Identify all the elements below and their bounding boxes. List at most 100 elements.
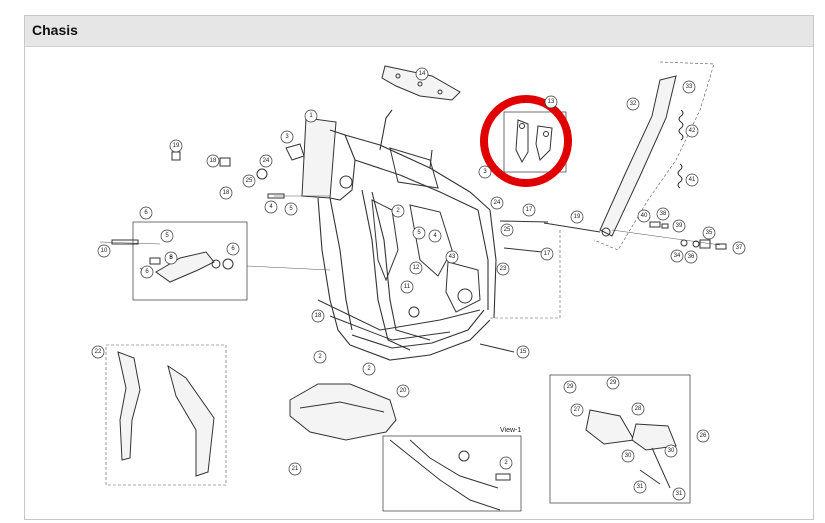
callout: 18 [311, 309, 325, 323]
svg-text:5: 5 [289, 206, 293, 212]
svg-text:3: 3 [483, 169, 487, 175]
svg-text:31: 31 [637, 484, 644, 490]
svg-text:30: 30 [668, 448, 675, 454]
callout: 30 [664, 444, 678, 458]
callout: 4 [264, 200, 278, 214]
spring-parts [677, 109, 684, 189]
callout: 25 [242, 174, 256, 188]
callout: 2 [362, 362, 376, 376]
svg-text:22: 22 [95, 349, 102, 355]
top-plate-part [381, 65, 461, 101]
long-bolts [479, 220, 601, 353]
svg-text:2: 2 [504, 460, 508, 466]
panel-title: Chasis [32, 22, 78, 38]
callout: 4 [428, 229, 442, 243]
svg-text:4: 4 [433, 233, 437, 239]
svg-text:8: 8 [169, 255, 173, 261]
svg-text:20: 20 [400, 388, 407, 394]
callout: 34 [670, 249, 684, 263]
callout: 13 [544, 95, 558, 109]
callout: 24 [490, 196, 504, 210]
svg-text:29: 29 [610, 380, 617, 386]
svg-text:38: 38 [660, 211, 667, 217]
callout: 41 [685, 173, 699, 187]
callout: 7 [139, 269, 143, 275]
callout: 37 [732, 241, 746, 255]
callout: 10 [97, 244, 111, 258]
svg-text:7: 7 [139, 269, 143, 275]
callout: 18 [206, 154, 220, 168]
svg-text:25: 25 [504, 227, 511, 233]
svg-text:5: 5 [417, 230, 421, 236]
svg-text:40: 40 [641, 213, 648, 219]
callout: 19 [169, 139, 183, 153]
callout: 25 [500, 223, 514, 237]
svg-text:5: 5 [165, 233, 169, 239]
svg-text:24: 24 [494, 200, 501, 206]
side-stand-part [593, 61, 715, 251]
svg-text:34: 34 [674, 253, 681, 259]
callout: 42 [685, 124, 699, 138]
callout: 26 [696, 429, 710, 443]
svg-text:1: 1 [309, 113, 313, 119]
svg-text:37: 37 [736, 245, 743, 251]
callout: 17 [522, 203, 536, 217]
callout: 18 [219, 186, 233, 200]
svg-text:5: 5 [169, 255, 173, 261]
svg-text:24: 24 [263, 158, 270, 164]
svg-text:21: 21 [292, 466, 299, 472]
svg-text:19: 19 [173, 143, 180, 149]
callout: 2 [391, 204, 405, 218]
callout: 12 [409, 261, 423, 275]
svg-text:27: 27 [574, 407, 581, 413]
svg-text:18: 18 [315, 313, 322, 319]
svg-text:39: 39 [676, 223, 683, 229]
svg-text:17: 17 [544, 251, 551, 257]
panel-header: Chasis [25, 16, 813, 47]
brake-pedal-assembly [99, 221, 331, 301]
callout: 23 [496, 262, 510, 276]
callout: 43 [445, 250, 459, 264]
callout: 29 [563, 380, 577, 394]
svg-text:30: 30 [625, 453, 632, 459]
svg-text:11: 11 [404, 284, 411, 290]
svg-text:12: 12 [413, 265, 420, 271]
svg-text:3: 3 [285, 134, 289, 140]
callout: 5 [284, 202, 298, 216]
callout: 31 [633, 480, 647, 494]
callout: 20 [396, 384, 410, 398]
svg-text:33: 33 [686, 84, 693, 90]
svg-text:2: 2 [396, 208, 400, 214]
callout: 32 [626, 97, 640, 111]
svg-text:18: 18 [210, 158, 217, 164]
stand-bolt-hardware [611, 221, 727, 250]
svg-text:19: 19 [574, 214, 581, 220]
callout: 40 [637, 209, 651, 223]
callout: 6 [140, 265, 154, 279]
svg-text:2: 2 [367, 366, 371, 372]
callout: 14 [415, 67, 429, 81]
callout: 39 [672, 219, 686, 233]
callout: 36 [684, 250, 698, 264]
callout: 28 [631, 402, 645, 416]
callout: 2 [313, 350, 327, 364]
svg-text:43: 43 [449, 254, 456, 260]
svg-text:28: 28 [635, 406, 642, 412]
frame-guards-part [105, 344, 227, 486]
callout: 35 [702, 226, 716, 240]
callout: 19 [570, 210, 584, 224]
svg-text:6: 6 [145, 269, 149, 275]
callout: 24 [259, 154, 273, 168]
callout: 22 [91, 345, 105, 359]
callout: 8 [169, 255, 173, 261]
footpegs-assembly [549, 374, 691, 504]
svg-text:17: 17 [526, 207, 533, 213]
callout: 5 [160, 229, 174, 243]
callout: 1 [304, 109, 318, 123]
svg-text:42: 42 [689, 128, 696, 134]
svg-text:25: 25 [246, 178, 253, 184]
highlight-circle [480, 95, 572, 187]
callout: 17 [540, 247, 554, 261]
callout: 27 [570, 403, 584, 417]
callout: 3 [478, 165, 492, 179]
